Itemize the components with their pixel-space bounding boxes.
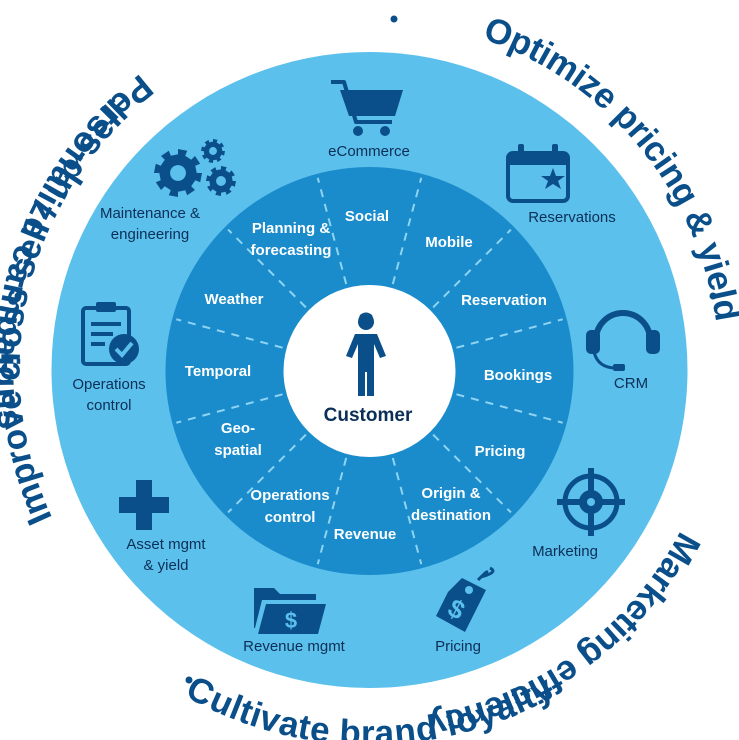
segment-label-line: Origin & bbox=[421, 485, 480, 502]
segment-label-line: Bookings bbox=[484, 367, 552, 384]
outer-label-line: Pricing bbox=[435, 638, 481, 655]
folder-dollar-icon: $ bbox=[254, 588, 326, 634]
outer-label-revenue-mgmt: Revenue mgmt bbox=[243, 638, 346, 655]
segment-label-line: control bbox=[265, 509, 316, 526]
ring-dot bbox=[709, 292, 717, 300]
segment-label-revenue: Revenue bbox=[334, 526, 397, 543]
segment-label-line: Social bbox=[345, 208, 389, 225]
person-icon bbox=[346, 312, 386, 396]
gears-icon bbox=[154, 139, 236, 197]
segment-label-line: destination bbox=[411, 507, 491, 524]
segment-divider bbox=[432, 433, 512, 514]
segment-label-line: spatial bbox=[214, 442, 262, 459]
ring-separators bbox=[14, 15, 717, 684]
svg-text:$: $ bbox=[285, 608, 297, 633]
segment-label-bookings: Bookings bbox=[484, 367, 552, 384]
outer-label-line: eCommerce bbox=[328, 143, 410, 160]
headset-icon bbox=[586, 310, 660, 371]
outer-label-line: control bbox=[86, 397, 131, 414]
segment-divider bbox=[227, 228, 307, 309]
outer-label-asset-mgmt: Asset mgmt & yield bbox=[126, 536, 206, 574]
price-tag-icon: $ bbox=[436, 566, 495, 632]
segment-label-line: Reservation bbox=[461, 292, 547, 309]
outer-label-operations-control: Operations control bbox=[72, 376, 145, 414]
segment-divider bbox=[456, 318, 563, 349]
segment-divider bbox=[316, 457, 348, 565]
center-label: Customer bbox=[324, 405, 413, 426]
segment-label-mobile: Mobile bbox=[425, 234, 473, 251]
segment-label-weather: Weather bbox=[205, 291, 264, 308]
segment-dividers bbox=[176, 177, 563, 565]
outer-label-ecommerce: eCommerce bbox=[328, 143, 410, 160]
ring-dot bbox=[14, 292, 22, 300]
outer-label-line: engineering bbox=[111, 226, 189, 243]
segment-divider bbox=[432, 228, 512, 309]
outer-label-crm: CRM bbox=[614, 375, 648, 392]
segment-label-line: Planning & bbox=[252, 220, 331, 237]
outer-label-line: Revenue mgmt bbox=[243, 638, 346, 655]
segment-label-line: forecasting bbox=[251, 242, 332, 259]
plus-icon bbox=[119, 480, 169, 530]
outer-label-marketing: Marketing bbox=[532, 543, 598, 560]
segment-label-line: Temporal bbox=[185, 363, 251, 380]
outer-label-line: Maintenance & bbox=[100, 205, 200, 222]
segment-label-planning-forecasting: Planning & forecasting bbox=[251, 220, 332, 259]
segment-label-line: Pricing bbox=[475, 443, 526, 460]
segment-divider bbox=[391, 177, 423, 285]
segment-divider bbox=[176, 393, 283, 424]
segment-divider bbox=[176, 318, 283, 349]
outer-label-line: Operations bbox=[72, 376, 145, 393]
outer-label-line: CRM bbox=[614, 375, 648, 392]
shopping-cart-icon bbox=[331, 80, 403, 136]
calendar-icon bbox=[506, 144, 570, 203]
outer-label-line: & yield bbox=[143, 557, 188, 574]
segment-label-line: Mobile bbox=[425, 234, 473, 251]
segment-label-pricing: Pricing bbox=[475, 443, 526, 460]
segment-divider bbox=[227, 433, 307, 514]
ring-dot bbox=[390, 15, 398, 23]
outer-label-line: Marketing bbox=[532, 543, 598, 560]
segment-labels: SocialMobileReservationBookingsPricingOr… bbox=[185, 208, 552, 543]
segment-label-operations-control: Operations control bbox=[250, 487, 329, 526]
segment-label-line: Weather bbox=[205, 291, 264, 308]
segment-label-reservation: Reservation bbox=[461, 292, 547, 309]
segment-label-line: Revenue bbox=[334, 526, 397, 543]
segment-label-origin-destination: Origin & destination bbox=[411, 485, 491, 524]
segment-divider bbox=[316, 177, 348, 285]
segment-label-social: Social bbox=[345, 208, 389, 225]
outer-label-line: Reservations bbox=[528, 209, 616, 226]
ring-dot bbox=[185, 676, 193, 684]
outer-label-reservations: Reservations bbox=[528, 209, 616, 226]
outer-label-line: Asset mgmt bbox=[126, 536, 206, 553]
customer-center: Customer bbox=[324, 312, 413, 426]
segment-label-line: Geo- bbox=[221, 420, 255, 437]
segment-label-line: Operations bbox=[250, 487, 329, 504]
segment-divider bbox=[456, 393, 563, 424]
outer-labels: eCommerceReservationsCRMMarketingPricing… bbox=[72, 143, 648, 655]
ring-dot bbox=[579, 646, 587, 654]
outer-label-maintenance: Maintenance & engineering bbox=[100, 205, 200, 243]
clipboard-check-icon bbox=[81, 302, 139, 366]
segment-divider bbox=[391, 457, 423, 565]
segment-label-geo-spatial: Geo-spatial bbox=[214, 420, 262, 459]
segment-label-temporal: Temporal bbox=[185, 363, 251, 380]
crosshair-icon bbox=[557, 468, 625, 536]
outer-label-pricing: Pricing bbox=[435, 638, 481, 655]
